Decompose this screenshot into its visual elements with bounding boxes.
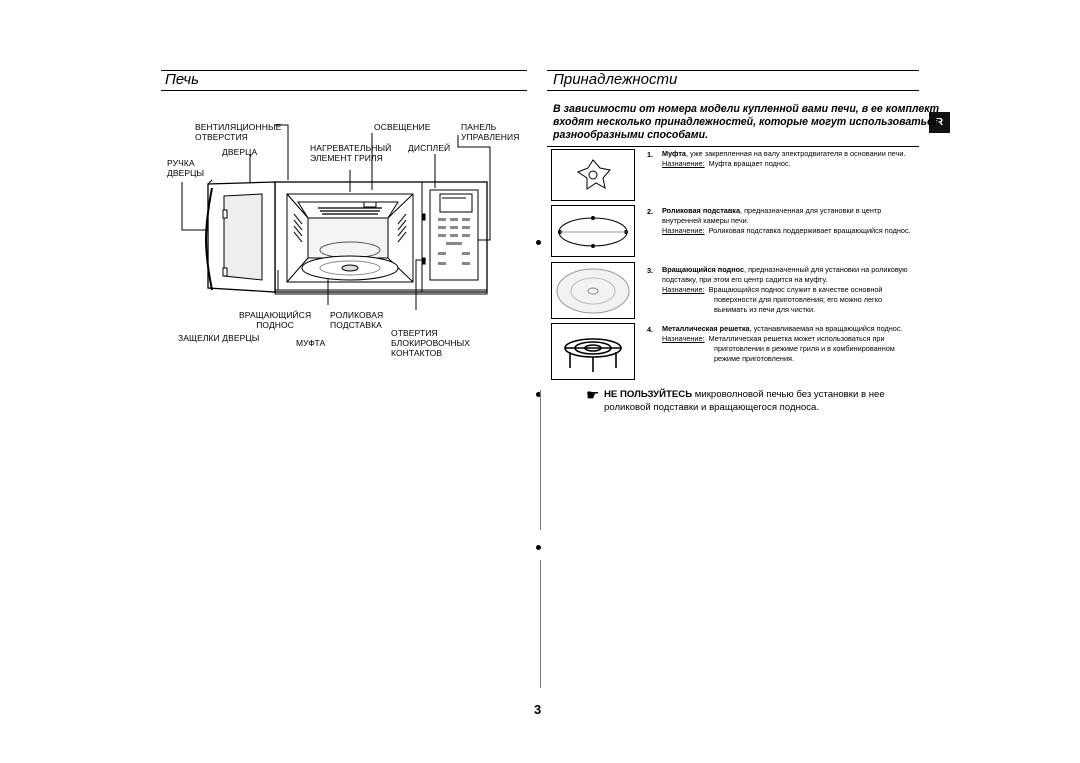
- item-3-purpose-label: Назначение:: [662, 285, 705, 294]
- coupler-image: [551, 149, 635, 201]
- item-1-name: Муфта: [662, 149, 686, 158]
- left-title: Печь: [165, 71, 200, 88]
- door-window: [223, 193, 263, 281]
- left-title-rule-bottom: [161, 90, 527, 91]
- item-3-desc: , предназначенный для установки на ролик…: [662, 265, 908, 284]
- door-handle: [205, 187, 213, 291]
- item-2-name: Роликовая подставка: [662, 206, 741, 215]
- item-2-purpose: Роликовая подставка поддерживает вращающ…: [708, 226, 911, 235]
- panel-buttons: [438, 218, 470, 265]
- metal-rack-image: [551, 323, 635, 380]
- grill-element: [318, 207, 382, 215]
- label-panel: ПАНЕЛЬ УПРАВЛЕНИЯ: [461, 122, 520, 142]
- label-door: ДВЕРЦА: [222, 147, 258, 157]
- cavity-back: [307, 217, 389, 259]
- item-4-text: Металлическая решетка, устанавливаемая н…: [662, 324, 917, 364]
- coupler-icon: [576, 159, 611, 190]
- item-3-name: Вращающийся поднос: [662, 265, 745, 274]
- warning-line-1: микроволновой печью без установки в нее: [692, 389, 885, 400]
- binding-dot-2: [536, 392, 541, 397]
- label-turntable: ВРАЩАЮЩИЙСЯ ПОДНОС: [239, 310, 312, 330]
- cavity-frame: [286, 193, 414, 283]
- label-holes: ОТВЕРТИЯ БЛОКИРОВОЧНЫХ КОНТАКТОВ: [391, 328, 471, 358]
- left-title-rule-top: [161, 70, 527, 71]
- door-latch-top: [222, 209, 228, 219]
- roller-ring-image: [551, 205, 635, 257]
- item-1-purpose: Муфта вращает поднос.: [708, 159, 791, 168]
- item-4-number: 4.: [647, 325, 654, 334]
- binding-dot-1: [536, 240, 541, 245]
- item-1-number: 1.: [647, 150, 654, 159]
- binding-dot-3: [536, 545, 541, 550]
- item-3-text: Вращающийся поднос, предназначенный для …: [662, 265, 917, 315]
- item-1-purpose-label: Назначение:: [662, 159, 705, 168]
- label-latches: ЗАЩЕЛКИ ДВЕРЦЫ: [178, 333, 260, 343]
- leader-vent: [275, 124, 289, 180]
- warning-text: НЕ ПОЛЬЗУЙТЕСЬ микроволновой печью без у…: [604, 388, 885, 414]
- right-title: Принадлежности: [553, 71, 678, 88]
- label-display: ДИСПЛЕЙ: [408, 143, 451, 153]
- label-grill: НАГРЕВАТЕЛЬНЫЙ ЭЛЕМЕНТ ГРИЛЯ: [310, 143, 392, 163]
- right-title-rule-top: [547, 70, 919, 71]
- label-handle: РУЧКА ДВЕРЦЫ: [167, 158, 205, 178]
- item-2-purpose-label: Назначение:: [662, 226, 705, 235]
- gutter-line-bottom: [540, 560, 541, 688]
- vent-slots: [293, 213, 407, 243]
- light-window: [363, 201, 377, 208]
- item-2-number: 2.: [647, 207, 654, 216]
- accessories-rule: [547, 146, 919, 147]
- turntable-image: [551, 262, 635, 319]
- item-3-purpose: Вращающийся поднос служит в качестве осн…: [708, 285, 883, 314]
- item-4-purpose-label: Назначение:: [662, 334, 705, 343]
- roller-ring-icon: [558, 216, 628, 248]
- interlock-hole-top: [421, 213, 426, 221]
- item-2-desc: , предназначенная для установки в центр …: [662, 206, 882, 225]
- leader-panel: [457, 135, 491, 241]
- cavity-ceiling: [297, 201, 399, 219]
- display-window: [439, 193, 473, 213]
- turntable-icon: [556, 268, 630, 314]
- item-4-desc: , устанавливаемая на вращающийся поднос.: [749, 324, 903, 333]
- coupler-hub: [341, 264, 359, 272]
- oven-diagram: [181, 124, 491, 310]
- intro-text: В зависимости от номера модели купленной…: [553, 103, 940, 141]
- label-vent: ВЕНТИЛЯЦИОННЫЕ ОТВЕРСТИЯ: [195, 122, 282, 142]
- leader-holes: [415, 259, 426, 310]
- page-number: 3: [534, 702, 542, 717]
- language-tab: R: [929, 112, 950, 133]
- door-latch-bottom: [222, 267, 228, 277]
- pointing-hand-icon: ☛: [586, 387, 600, 404]
- metal-rack-icon: [564, 338, 622, 372]
- label-coupler: МУФТА: [296, 338, 326, 348]
- item-1-desc: , уже закрепленная на валу электродвигат…: [685, 149, 906, 158]
- item-2-text: Роликовая подставка, предназначенная для…: [662, 206, 917, 236]
- item-3-number: 3.: [647, 266, 654, 275]
- gutter-line-top: [540, 390, 541, 530]
- item-4-name: Металлическая решетка: [662, 324, 750, 333]
- interlock-hole-bottom: [421, 257, 426, 265]
- right-title-rule-bottom: [547, 90, 919, 91]
- item-1-text: Муфта, уже закрепленная на валу электрод…: [662, 149, 917, 169]
- label-light: ОСВЕЩЕНИЕ: [374, 122, 431, 132]
- label-ring: РОЛИКОВАЯ ПОДСТАВКА: [330, 310, 384, 330]
- warning-line-2: роликовой подставки и вращающегося подно…: [604, 402, 820, 413]
- warning-bold: НЕ ПОЛЬЗУЙТЕСЬ: [604, 389, 693, 400]
- item-4-purpose: Металлическая решетка может использовать…: [708, 334, 895, 363]
